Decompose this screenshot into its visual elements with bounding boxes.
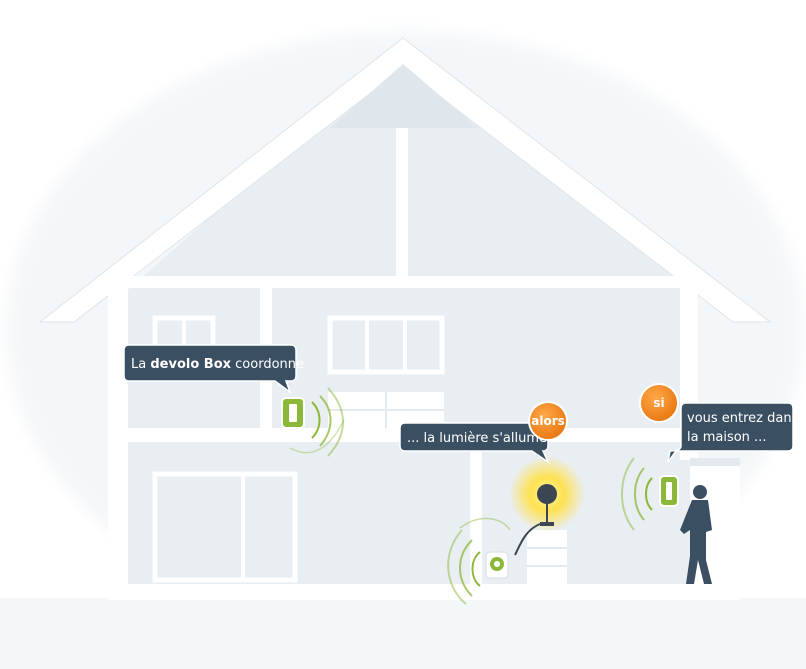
door-sensor-entrance-icon xyxy=(621,457,679,531)
window-ground-left xyxy=(152,471,298,583)
callout-box-brand: devolo Box xyxy=(150,357,231,372)
dresser-upper xyxy=(328,392,444,428)
callout-light-text: ... la lumière s'allume xyxy=(407,431,547,446)
window-upper-middle xyxy=(327,315,445,375)
badge-si: si xyxy=(639,383,679,423)
cabinet-lamp xyxy=(527,530,567,586)
callout-light-on: ... la lumière s'allume xyxy=(399,422,550,465)
svg-text:La devolo Box coordonne: La devolo Box coordonne xyxy=(131,357,304,372)
badge-alors: alors xyxy=(528,401,568,441)
callout-enter-house: vous entrez dans la maison ... xyxy=(667,402,799,463)
lamp-icon xyxy=(514,484,557,556)
person-silhouette-icon xyxy=(680,485,712,584)
badge-si-text: si xyxy=(653,396,664,410)
callout-devolo-box: La devolo Box coordonne xyxy=(123,344,304,395)
badge-alors-text: alors xyxy=(531,414,565,428)
callout-box-suffix: coordonne xyxy=(231,357,304,372)
callout-box-prefix: La xyxy=(131,357,150,372)
callout-enter-line1: vous entrez dans xyxy=(687,411,799,426)
door-sensor-upper-icon xyxy=(281,387,345,457)
smart-plug-icon xyxy=(447,517,511,605)
callout-enter-line2: la maison ... xyxy=(687,430,766,445)
ground xyxy=(0,598,806,669)
